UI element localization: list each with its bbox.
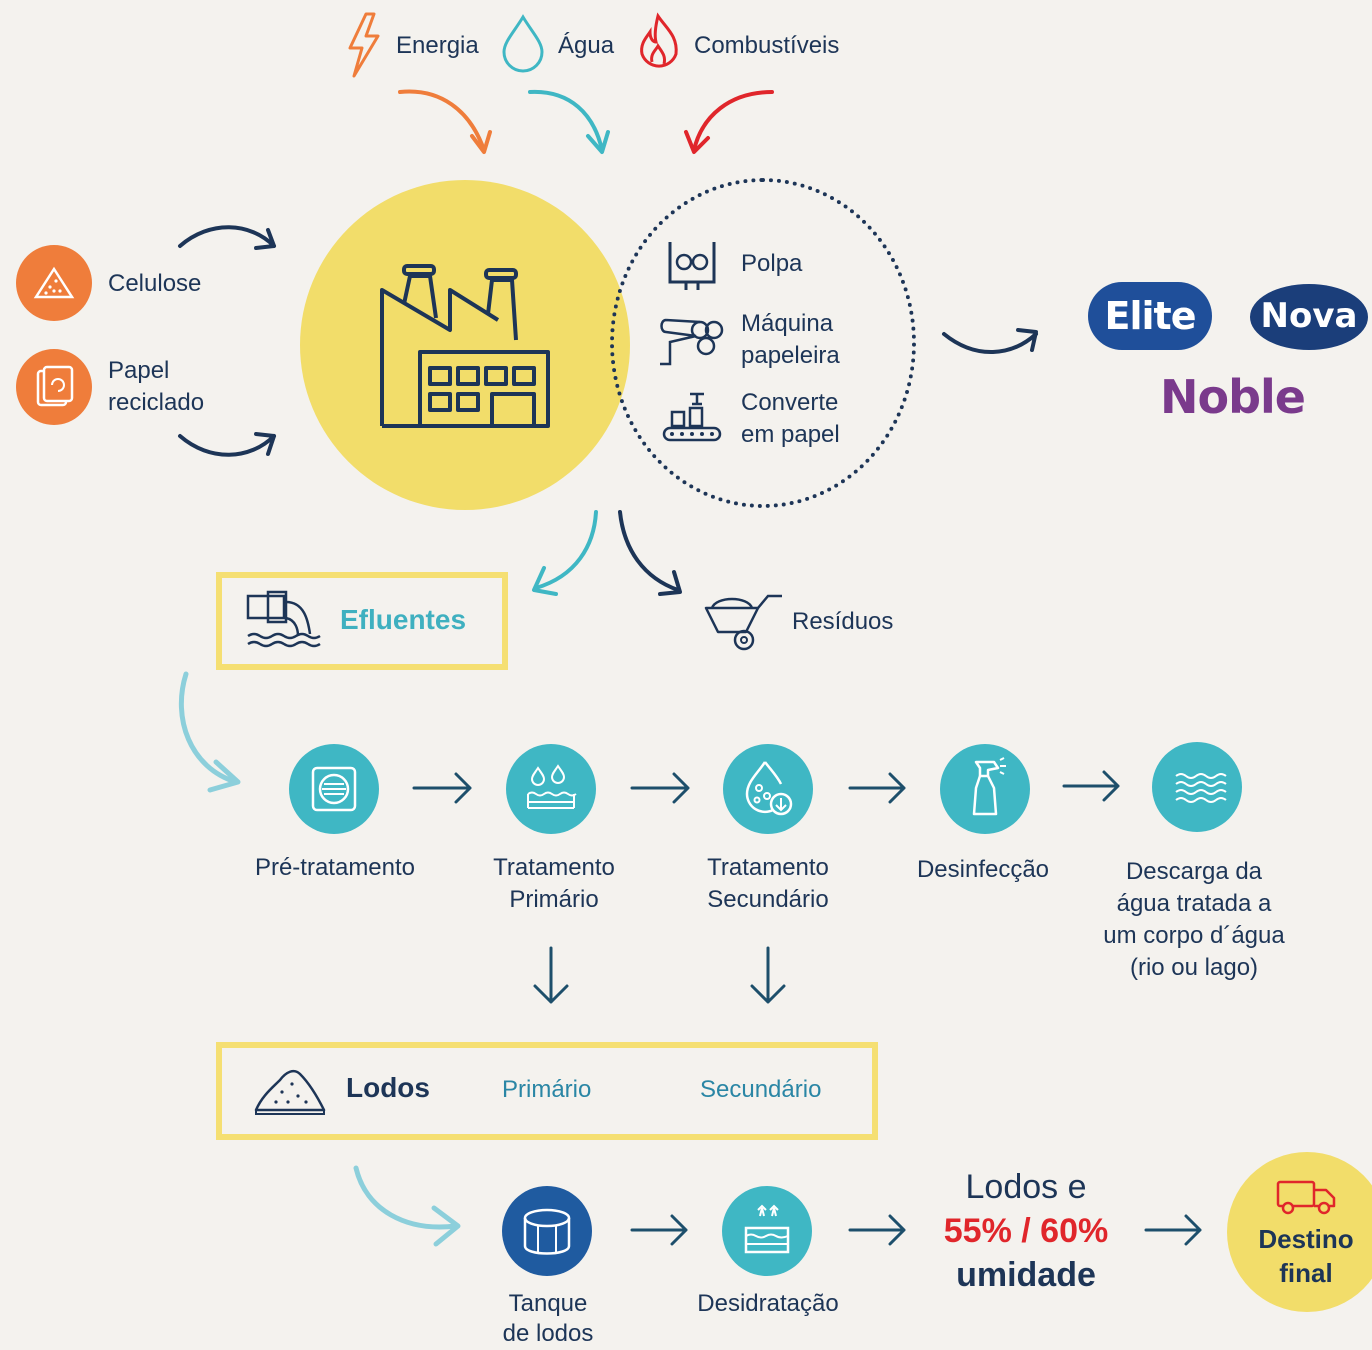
primary-treatment-label-1: Tratamento (493, 854, 615, 881)
secondary-treatment-circle (723, 744, 813, 834)
conveyor-icon (662, 392, 722, 442)
discharge-circle (1152, 742, 1242, 832)
waves-icon (1175, 773, 1227, 803)
factory-circle (300, 180, 630, 510)
cellulose-label: Celulose (108, 270, 202, 297)
pulp-icon-wrap (664, 238, 720, 297)
lightning-icon (348, 12, 380, 78)
output-arrows (532, 510, 682, 596)
discharge-label-3: um corpo d´água (1103, 922, 1285, 949)
sludge-secondary-label: Secundário (700, 1076, 822, 1103)
sludge-box (216, 1042, 878, 1140)
sludge-tank-label-2: de lodos (502, 1320, 594, 1347)
filter-icon (311, 766, 357, 812)
residues-label: Resíduos (792, 608, 894, 635)
effluent-pipe-icon (246, 590, 321, 648)
dehydration-label: Desidratação (697, 1290, 839, 1317)
bacteria-drop-icon (745, 761, 793, 816)
wheelbarrow-icon-wrap (702, 590, 786, 657)
primary-treatment-circle (506, 744, 596, 834)
disinfection-label: Desinfecção (916, 856, 1050, 883)
dehydration-circle (722, 1186, 812, 1276)
to-brands-arrow (942, 328, 1038, 354)
sludge-icon-wrap (252, 1062, 328, 1123)
conveyor-icon-wrap (660, 390, 724, 451)
sludge-primary-label: Primário (502, 1076, 592, 1103)
cellulose-circle (16, 245, 92, 321)
paper-machine-icon-wrap (656, 312, 728, 375)
recycled-paper-label-2: reciclado (108, 389, 205, 416)
water-label: Água (558, 32, 615, 59)
secondary-treatment-label-2: Secundário (707, 886, 829, 913)
spray-bottle-icon (972, 757, 1006, 816)
effluent-icon-wrap (244, 590, 326, 657)
truck-icon-wrap (1274, 1176, 1338, 1221)
brand-elite-logo: Elite (1088, 282, 1212, 350)
conveyor-label-1: Converte (741, 389, 839, 416)
flame-icon (640, 12, 678, 68)
down-arrows (533, 946, 786, 1004)
secondary-treatment-label-1: Tratamento (707, 854, 829, 881)
recycled-paper-circle (16, 349, 92, 425)
water-drop-icon (502, 14, 544, 73)
discharge-label-1: Descarga da (1125, 858, 1263, 885)
final-destination-label-1: Destino (1258, 1224, 1354, 1254)
fuel-label: Combustíveis (694, 32, 840, 59)
result-line-2: 55% / 60% (943, 1212, 1109, 1250)
effluent-to-treatment-arrow (178, 671, 241, 793)
tank-icon (523, 1208, 571, 1255)
top-arrows (398, 89, 774, 154)
factory-icon (380, 264, 550, 428)
sludge-tank-circle (502, 1186, 592, 1276)
truck-icon (1276, 1180, 1336, 1215)
brand-nova-text: Nova (1260, 296, 1358, 336)
brand-elite-text: Elite (1104, 294, 1197, 338)
treatment-row-arrows (412, 770, 1120, 804)
effluents-box (216, 572, 508, 670)
result-line-3: umidade (956, 1256, 1096, 1294)
sludge-row-arrows (630, 1214, 1202, 1246)
disinfection-circle (940, 744, 1030, 834)
energy-label: Energia (396, 32, 479, 59)
effluents-label: Efluentes (340, 604, 467, 635)
raw-material-arrows (178, 225, 276, 457)
final-destination-label-2: final (1279, 1258, 1333, 1288)
paper-machine-label-1: Máquina (741, 310, 834, 337)
primary-treatment-label-2: Primário (509, 886, 599, 913)
energy-input (344, 12, 384, 83)
fuel-input (636, 12, 682, 79)
final-destination-circle (1227, 1152, 1372, 1312)
water-input (500, 14, 546, 79)
result-line-1: Lodos e (965, 1168, 1087, 1206)
discharge-label-2: água tratada a (1116, 890, 1272, 917)
pretreatment-label: Pré-tratamento (254, 854, 416, 881)
recycled-paper-icon (36, 365, 74, 407)
process-circle (610, 178, 916, 508)
paper-machine-icon (660, 318, 724, 366)
recycled-paper-label-1: Papel (108, 357, 170, 384)
sludge-title: Lodos (346, 1072, 430, 1103)
sludge-pile-icon (254, 1069, 326, 1115)
brand-noble-logo: Noble (1160, 370, 1306, 424)
pretreatment-circle (289, 744, 379, 834)
brand-nova-logo: Nova (1250, 284, 1368, 350)
drops-icon (527, 764, 577, 809)
conveyor-label-2: em papel (741, 421, 840, 448)
wheelbarrow-icon (704, 594, 782, 651)
sludge-tank-label-1: Tanque (508, 1290, 588, 1317)
cellulose-icon (33, 266, 75, 299)
pulp-icon (668, 242, 716, 290)
discharge-label-4: (rio ou lago) (1129, 954, 1259, 981)
dehydration-icon (744, 1204, 790, 1254)
sludge-to-tank-arrow (353, 1165, 461, 1247)
paper-machine-label-2: papeleira (741, 342, 840, 369)
pulp-label: Polpa (741, 250, 803, 277)
